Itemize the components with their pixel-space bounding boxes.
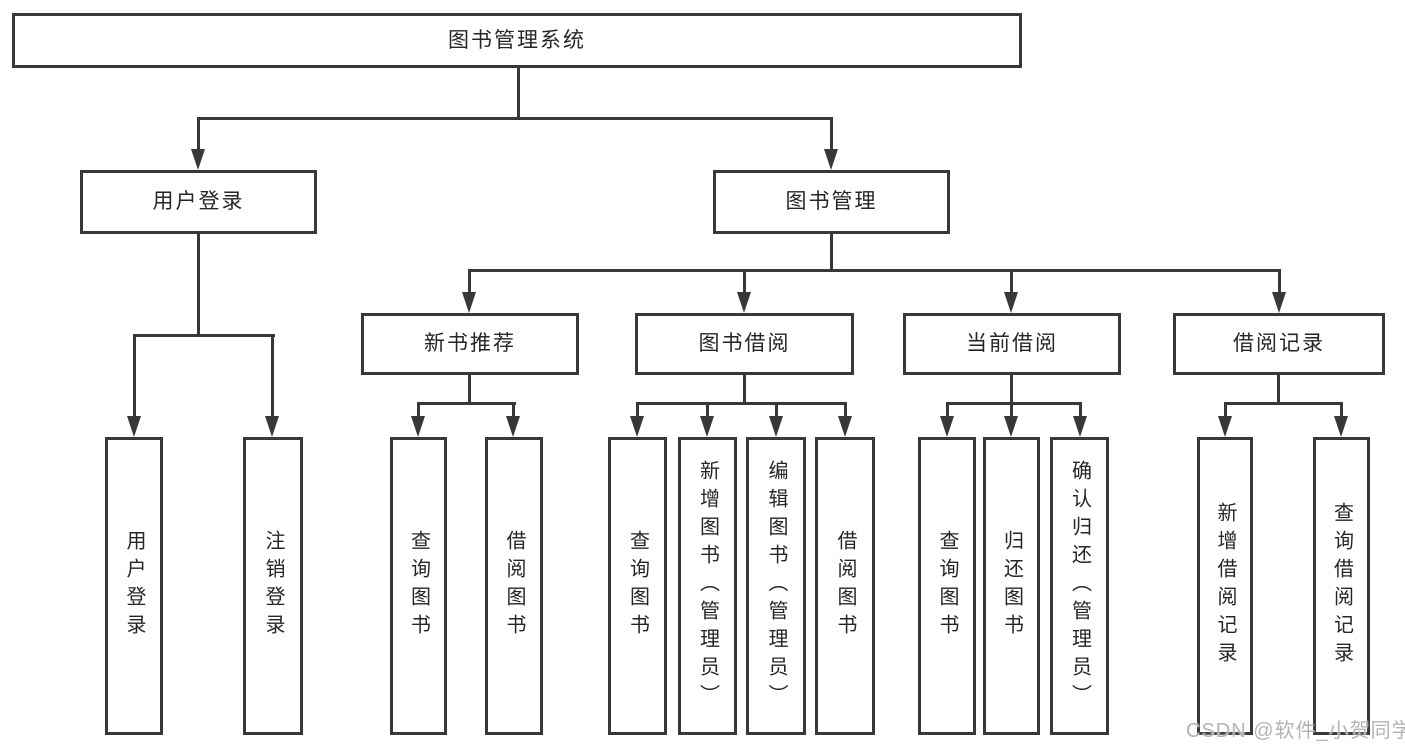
connector-line — [706, 402, 709, 417]
arrowhead-down — [411, 416, 425, 437]
connector-line — [1224, 402, 1227, 417]
arrowhead-down — [824, 149, 838, 170]
node-borrowing-records: 借阅记录 — [1173, 313, 1385, 375]
node-leaf-bb-borrow-books: 借阅图书 — [815, 437, 875, 735]
node-new-book-recommend: 新书推荐 — [361, 313, 579, 375]
node-leaf-bb-edit-books: 编辑图书（管理员） — [746, 437, 806, 735]
connector-line — [417, 402, 420, 417]
arrowhead-down — [838, 416, 852, 437]
connector-line — [417, 402, 516, 405]
connector-line — [197, 117, 200, 150]
node-book-borrowing: 图书借阅 — [635, 313, 854, 375]
arrowhead-down — [1272, 292, 1286, 313]
connector-line — [830, 234, 833, 272]
arrowhead-down — [506, 416, 520, 437]
connector-line — [512, 402, 515, 417]
connector-line — [1079, 402, 1082, 417]
arrowhead-down — [1334, 416, 1348, 437]
node-leaf-nb-borrow-books: 借阅图书 — [485, 437, 543, 735]
node-leaf-nb-query-books: 查询图书 — [390, 437, 447, 735]
node-leaf-br-add-record: 新增借阅记录 — [1197, 437, 1253, 735]
connector-line — [844, 402, 847, 417]
node-leaf-cb-return-books: 归还图书 — [983, 437, 1040, 735]
node-leaf-user-login: 用户登录 — [105, 437, 163, 735]
arrowhead-down — [191, 149, 205, 170]
node-leaf-bb-query-books: 查询图书 — [608, 437, 667, 735]
arrowhead-down — [1218, 416, 1232, 437]
arrowhead-down — [769, 416, 783, 437]
node-current-borrowing: 当前借阅 — [903, 313, 1121, 375]
connector-line — [743, 375, 746, 404]
node-root: 图书管理系统 — [12, 13, 1022, 68]
connector-line — [1010, 375, 1013, 404]
connector-line — [775, 402, 778, 417]
connector-line — [468, 269, 1281, 272]
connector-line — [1278, 269, 1281, 293]
arrowhead-down — [1004, 292, 1018, 313]
connector-line — [1010, 269, 1013, 293]
watermark: CSDN @软件_小贺同学 — [1186, 720, 1405, 742]
arrowhead-down — [940, 416, 954, 437]
connector-line — [271, 334, 274, 417]
node-leaf-bb-add-books: 新增图书（管理员） — [678, 437, 737, 735]
connector-line — [1010, 402, 1013, 417]
node-book-management: 图书管理 — [713, 170, 950, 234]
connector-line — [636, 402, 639, 417]
connector-line — [743, 269, 746, 293]
node-leaf-logout: 注销登录 — [243, 437, 303, 735]
arrowhead-down — [462, 292, 476, 313]
connector-line — [1340, 402, 1343, 417]
arrowhead-down — [265, 416, 279, 437]
arrowhead-down — [700, 416, 714, 437]
arrowhead-down — [630, 416, 644, 437]
connector-line — [830, 117, 833, 150]
connector-line — [636, 402, 847, 405]
connector-line — [946, 402, 949, 417]
arrowhead-down — [1073, 416, 1087, 437]
node-user-login: 用户登录 — [80, 170, 317, 234]
connector-line — [133, 334, 275, 337]
connector-line — [468, 269, 471, 293]
connector-line — [946, 402, 1082, 405]
connector-line — [468, 375, 471, 404]
connector-line — [517, 68, 520, 119]
node-leaf-cb-query-books: 查询图书 — [918, 437, 976, 735]
connector-line — [197, 234, 200, 335]
arrowhead-down — [737, 292, 751, 313]
arrowhead-down — [1004, 416, 1018, 437]
connector-line — [133, 334, 136, 417]
node-leaf-cb-confirm-return: 确认归还（管理员） — [1050, 437, 1109, 735]
connector-line — [1277, 375, 1280, 404]
connector-line — [197, 117, 833, 120]
arrowhead-down — [127, 416, 141, 437]
node-leaf-br-query-record: 查询借阅记录 — [1313, 437, 1370, 735]
connector-line — [1224, 402, 1343, 405]
